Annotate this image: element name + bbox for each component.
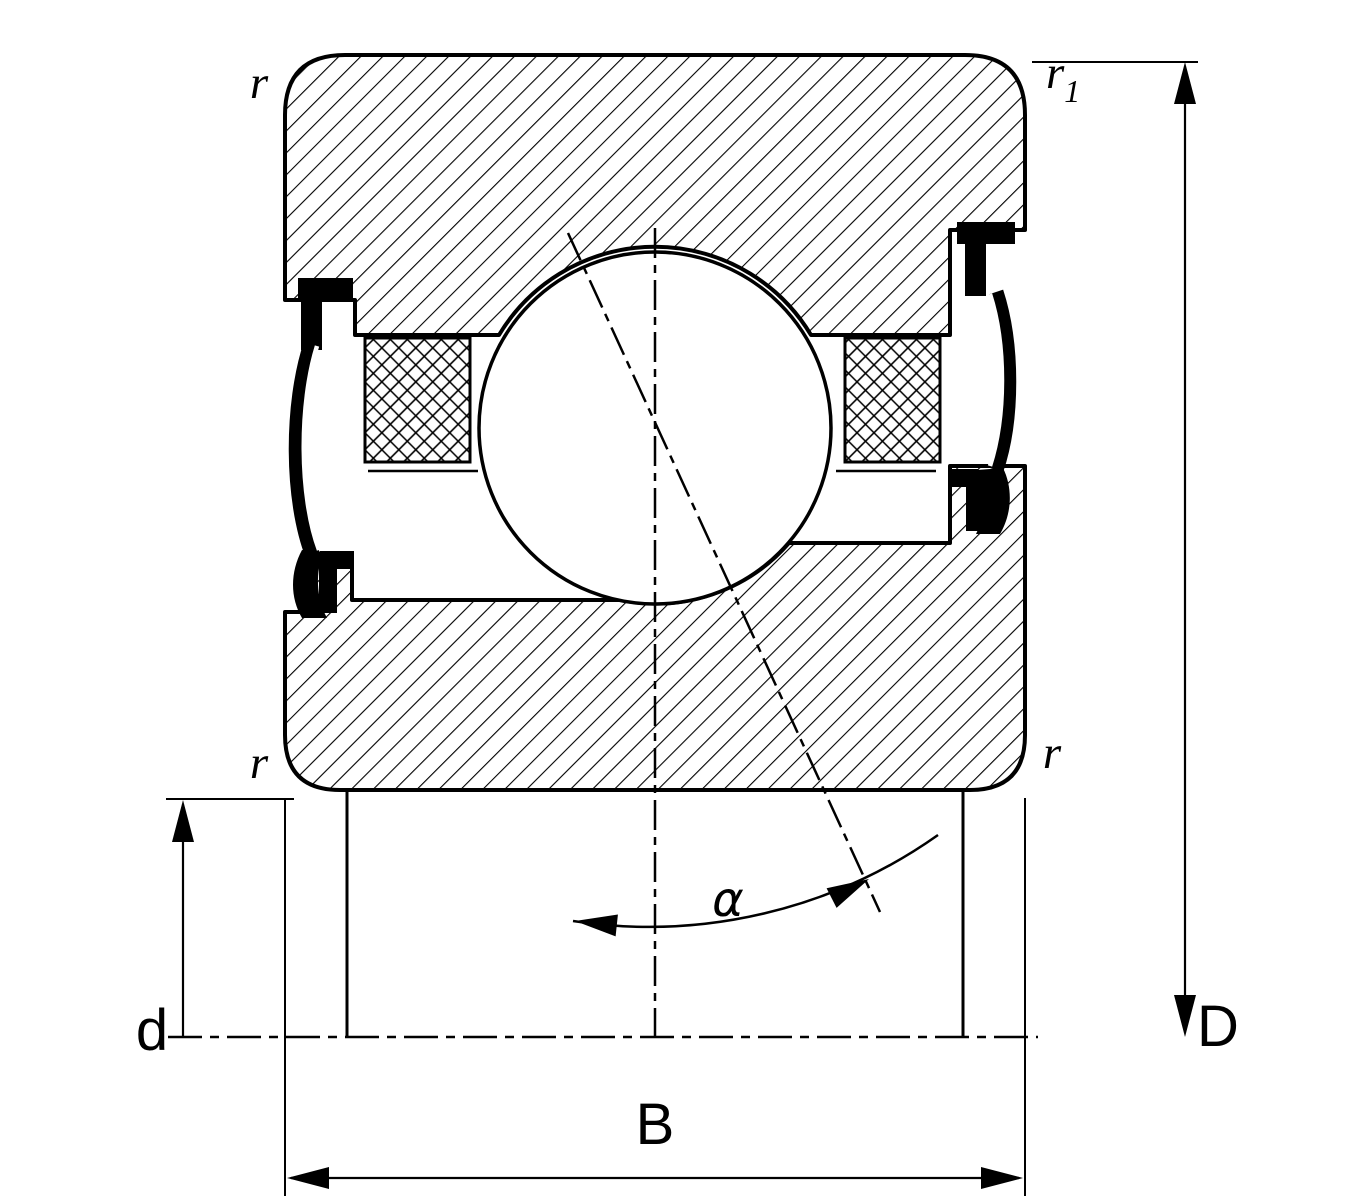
dimension-D xyxy=(1032,61,1198,1037)
seal-left-membrane-fold xyxy=(301,345,322,551)
label-d: d xyxy=(136,998,168,1063)
B-arrow-left xyxy=(287,1167,329,1189)
dimension-B xyxy=(284,798,1026,1196)
cage-block-right xyxy=(843,336,942,464)
seal-left-bottom-grip xyxy=(319,551,354,613)
cage-block-left xyxy=(363,336,472,464)
label-r1-base: r xyxy=(1046,47,1065,99)
D-arrow-up xyxy=(1174,62,1196,104)
label-r1-top-right: r1 xyxy=(1046,47,1080,109)
seal-right-bottom-grip xyxy=(948,469,984,531)
label-D: D xyxy=(1197,994,1239,1059)
alpha-arc xyxy=(572,833,939,929)
d-arrow-up xyxy=(172,800,194,842)
angle-alpha xyxy=(572,833,939,937)
label-alpha: α xyxy=(712,872,744,928)
seal-right xyxy=(948,222,1017,534)
seal-right-membrane xyxy=(988,289,1017,473)
label-r-bottom-right: r xyxy=(1043,727,1062,779)
seal-left xyxy=(288,278,354,618)
outer-ring-section xyxy=(283,53,1027,337)
dimension-d xyxy=(166,798,294,1037)
contact-angle-line xyxy=(566,232,882,913)
seal-left-membrane xyxy=(288,341,321,559)
seal-right-bottom-lip xyxy=(976,468,1010,534)
label-r-bottom-left: r xyxy=(250,737,269,789)
alpha-arrow-left xyxy=(575,914,618,937)
label-r-top-left: r xyxy=(250,57,269,109)
seal-right-membrane-fold xyxy=(987,293,1005,467)
cage xyxy=(363,336,942,473)
seal-right-top-anchor xyxy=(957,222,1015,296)
alpha-arrow-right xyxy=(826,879,869,908)
seal-left-bottom-lip xyxy=(293,550,327,618)
label-B: B xyxy=(636,1092,675,1157)
label-r1-subscript: 1 xyxy=(1064,73,1080,109)
D-arrow-down xyxy=(1174,995,1196,1037)
seal-left-top-anchor xyxy=(298,278,353,350)
B-arrow-right xyxy=(981,1167,1023,1189)
